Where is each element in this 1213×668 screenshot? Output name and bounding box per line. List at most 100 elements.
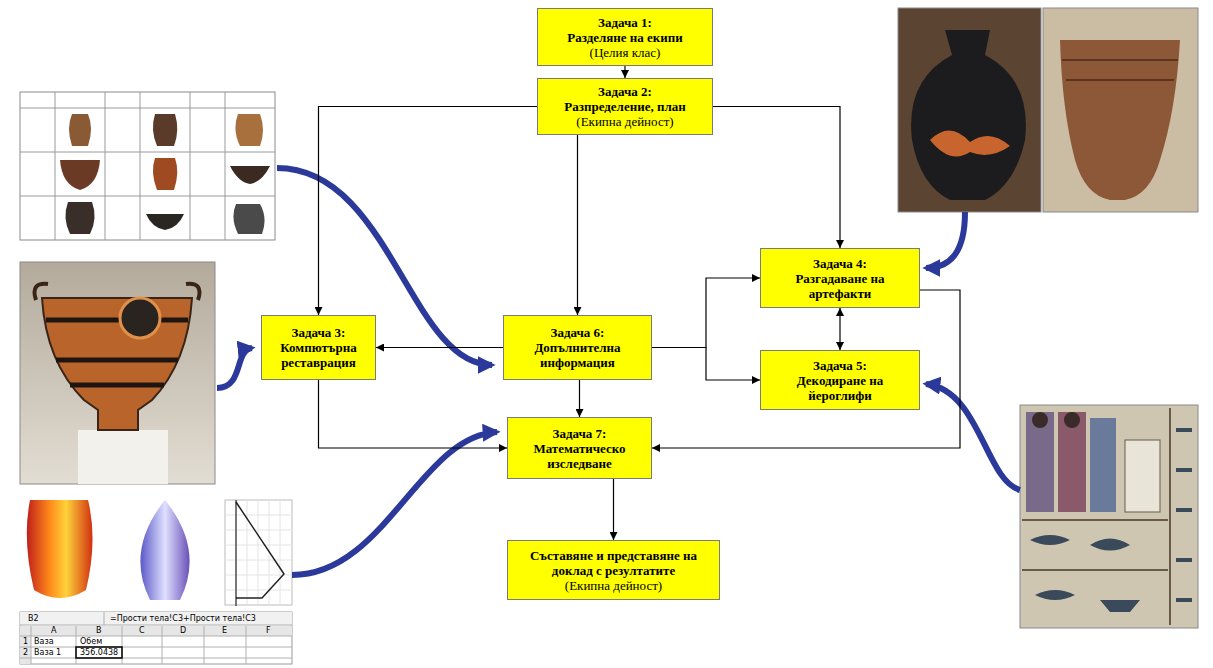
flow-arrow	[713, 107, 840, 249]
vase-thumb	[69, 114, 91, 146]
glyph-column	[1176, 430, 1192, 600]
glyphs	[1030, 535, 1140, 612]
photo-frame	[20, 262, 215, 484]
panel-dividers	[1022, 408, 1170, 625]
vase-thumb	[153, 158, 177, 190]
figure	[1026, 412, 1054, 512]
pedestal	[78, 430, 168, 484]
vase-thumb	[235, 114, 263, 146]
vase-thumb	[60, 160, 100, 190]
sheet-cell-text: 2	[23, 648, 28, 658]
formula-bar	[20, 612, 292, 625]
box-text: Съставяне и представяне на доклад с резу…	[513, 548, 714, 578]
box-text: Задача 4:	[813, 256, 867, 271]
figure	[1058, 412, 1086, 512]
flow-arrow	[577, 135, 578, 315]
flow-arrow	[613, 479, 614, 540]
task-box: Задача 6:Допълнителна информация	[503, 315, 652, 380]
task-box: Съставяне и представяне на доклад с резу…	[507, 540, 720, 600]
box-text: Декодиране на йероглифи	[766, 373, 914, 403]
box-text: Разпределение, план	[564, 99, 685, 114]
vase-photos	[898, 8, 1198, 212]
sheet-cell-text: =Прости тела!C3+Прости тела!C3	[110, 614, 256, 624]
krater-photo	[20, 262, 215, 484]
sheet-cell-text: Обем	[80, 637, 102, 647]
table-frame	[20, 92, 275, 240]
jar-lines	[1062, 60, 1178, 80]
box-note: (Целия клас)	[590, 45, 661, 60]
seated-figure	[1125, 440, 1160, 512]
sheet-cell-text: C	[139, 626, 145, 636]
flow-arrow	[376, 347, 503, 348]
photo-frame	[898, 8, 1041, 212]
box-text: Задача 7:	[553, 426, 607, 441]
solid-of-revolution	[140, 500, 189, 600]
column-header	[20, 626, 292, 636]
task-box: Задача 1:Разделяне на екипи(Целия клас)	[537, 8, 713, 66]
flow-arrow	[319, 380, 508, 448]
sheet-cell-text: D	[180, 626, 186, 636]
krater	[42, 298, 192, 430]
sheet-grid	[20, 612, 292, 664]
photo-frame	[1020, 405, 1198, 628]
picture-arrow	[217, 348, 252, 388]
task-box: Задача 2:Разпределение, план(Екипна дейн…	[537, 78, 713, 135]
vase-figures	[930, 130, 1010, 156]
box-note: (Екипна дейност)	[576, 114, 673, 129]
picture-arrow	[926, 384, 1020, 490]
krater-bands	[46, 320, 188, 385]
rendered-vase	[27, 500, 93, 598]
task-box: Задача 3:Компютърна реставрация	[261, 315, 376, 380]
figure-head	[1032, 412, 1048, 428]
sheet-cell-text: F	[266, 626, 271, 636]
sheet-cell-text: B	[96, 626, 102, 636]
task-box: Задача 7:Математическо изследване	[507, 417, 652, 479]
clay-jar	[1060, 40, 1180, 200]
flow-arrow	[579, 380, 580, 417]
shield-figure	[120, 298, 160, 338]
vase-thumb	[146, 214, 184, 230]
sheet-cell-text: 1	[23, 637, 28, 647]
task-box: Задача 5:Декодиране на йероглифи	[760, 350, 920, 410]
sheet-cell-text: 356.0438	[80, 648, 118, 658]
graph-axis	[236, 500, 237, 606]
box-text: Задача 5:	[813, 358, 867, 373]
spreadsheet-frame	[20, 612, 292, 664]
krater-handles	[35, 284, 200, 300]
sheet-cell-text: B2	[28, 614, 39, 624]
flow-arrow	[652, 278, 760, 348]
black-vase	[911, 30, 1026, 200]
box-text: Задача 1:	[598, 15, 652, 30]
box-text: Компютърна реставрация	[267, 340, 370, 370]
vase-thumb	[230, 166, 270, 184]
picture-arrow	[277, 168, 492, 365]
hieroglyph-picture	[1020, 405, 1198, 628]
task-box: Задача 4:Разгадаване на артефакти	[760, 248, 920, 308]
flow-arrow	[652, 348, 760, 381]
figure-head	[1064, 412, 1080, 428]
picture-pointers	[217, 168, 1020, 575]
sheet-cell-text: Ваза	[34, 637, 54, 647]
picture-arrow	[926, 212, 965, 268]
math-pictures	[20, 500, 292, 664]
picture-arrow	[292, 432, 497, 575]
sheet-cell-text: A	[51, 626, 56, 636]
selected-cell	[76, 647, 122, 658]
box-note: (Екипна дейност)	[565, 578, 662, 593]
vase-thumb	[65, 202, 94, 234]
vase-thumb	[153, 114, 177, 146]
box-text: Разделяне на екипи	[567, 30, 683, 45]
sheet-cell-text: Ваза 1	[34, 648, 61, 658]
flow-arrow	[652, 290, 960, 448]
figure	[1090, 418, 1116, 512]
flow-arrow	[839, 308, 840, 350]
photo-frame	[1043, 8, 1198, 212]
box-text: Задача 2:	[598, 84, 652, 99]
graph-grid	[225, 500, 292, 605]
graph-frame	[225, 500, 292, 605]
vase-table-picture	[20, 92, 275, 240]
box-text: Разгадаване на артефакти	[766, 271, 914, 301]
box-text: Математическо изследване	[513, 441, 646, 471]
flow-arrow	[319, 107, 538, 316]
box-text: Допълнителна информация	[509, 340, 646, 370]
